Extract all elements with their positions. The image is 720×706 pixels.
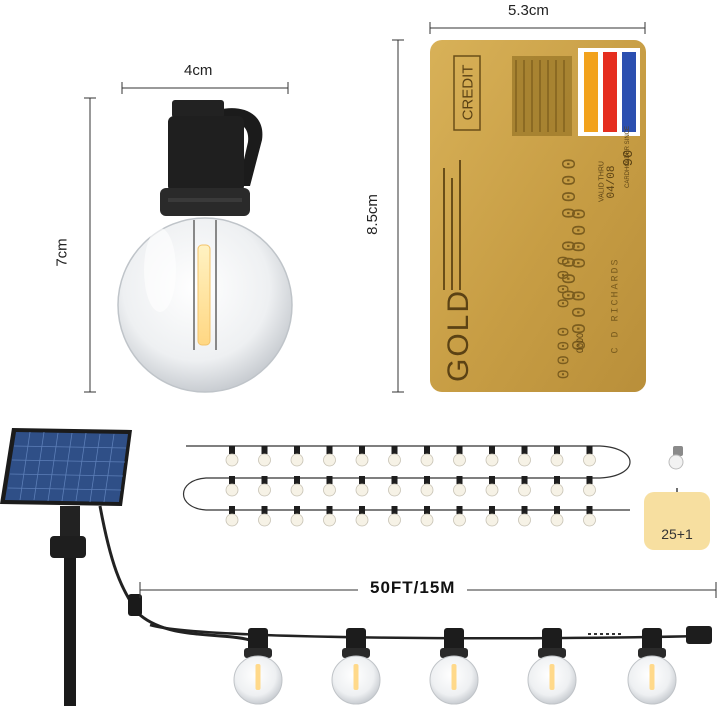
mini-bulb (550, 476, 564, 497)
card-height-dimension (392, 39, 404, 393)
mini-bulb (355, 506, 369, 527)
bulb-width-label: 4cm (184, 62, 213, 79)
card-type-label: CREDIT (459, 64, 477, 121)
mini-bulb (258, 506, 271, 527)
card-valid-date: 04/08 (606, 165, 618, 199)
solar-panel-icon (0, 428, 251, 706)
mini-bulb (290, 446, 304, 467)
string-length-label: 50FT/15M (358, 578, 468, 598)
mini-bulb (225, 506, 239, 527)
mini-bulb (583, 476, 596, 497)
mini-bulb (225, 446, 239, 467)
bottom-bulb (233, 628, 283, 705)
card-width-label: 5.3cm (508, 2, 549, 19)
card-valid-thru-label: VALID THRU (598, 161, 606, 202)
mini-bulb (485, 506, 499, 527)
mini-bulb (290, 476, 304, 497)
mini-bulb (453, 446, 466, 467)
spare-bulb-icon (668, 446, 684, 470)
bottom-bulb (627, 628, 677, 705)
mini-bulb (355, 476, 369, 497)
bulb-height-dimension (84, 97, 96, 393)
card-small-number: 0000 (575, 332, 585, 354)
bottom-string-cable (149, 623, 712, 644)
card-since-year: 90 (621, 149, 637, 167)
bulb-width-dimension (121, 82, 289, 94)
card-number-row-3: 0000 0000 (555, 251, 575, 380)
large-bulb (117, 100, 293, 393)
mini-bulb (388, 446, 401, 467)
bulb-count-badge: 25+1 (644, 492, 710, 550)
mini-bulb (388, 506, 401, 527)
mini-cable (182, 445, 631, 511)
mini-bulb (225, 476, 239, 497)
bottom-bulb (331, 628, 381, 705)
mini-bulb (420, 476, 434, 497)
bulb-height-label: 7cm (53, 238, 71, 267)
mini-bulb (420, 506, 434, 527)
mini-bulb (290, 506, 304, 527)
bottom-bulbs (233, 628, 677, 705)
mini-bulb (323, 476, 336, 497)
card-holder-name: C D RICHARDS (610, 257, 622, 354)
mini-bulb (583, 506, 596, 527)
mini-bulb (485, 476, 499, 497)
mini-bulb (583, 446, 596, 467)
mini-string-lights (182, 445, 631, 527)
mini-bulb (550, 446, 564, 467)
credit-card (430, 40, 646, 392)
mini-bulb (518, 476, 531, 497)
mini-bulb (453, 476, 466, 497)
mini-bulb (420, 446, 434, 467)
mini-bulb (388, 476, 401, 497)
mini-bulb (550, 506, 564, 527)
mini-bulb (518, 506, 531, 527)
mini-bulb (323, 506, 336, 527)
mini-bulb (258, 446, 271, 467)
card-height-label: 8.5cm (363, 194, 381, 235)
mini-bulb (485, 446, 499, 467)
bottom-bulb (527, 628, 577, 705)
mini-bulb (323, 446, 336, 467)
card-brand-label: GOLD (442, 288, 475, 382)
mini-bulb (518, 446, 531, 467)
mini-bulb (258, 476, 271, 497)
mini-bulb (453, 506, 466, 527)
card-width-dimension (429, 22, 646, 34)
bottom-bulb (429, 628, 479, 705)
mini-bulb (355, 446, 369, 467)
bulb-count-text: 25+1 (661, 526, 693, 542)
